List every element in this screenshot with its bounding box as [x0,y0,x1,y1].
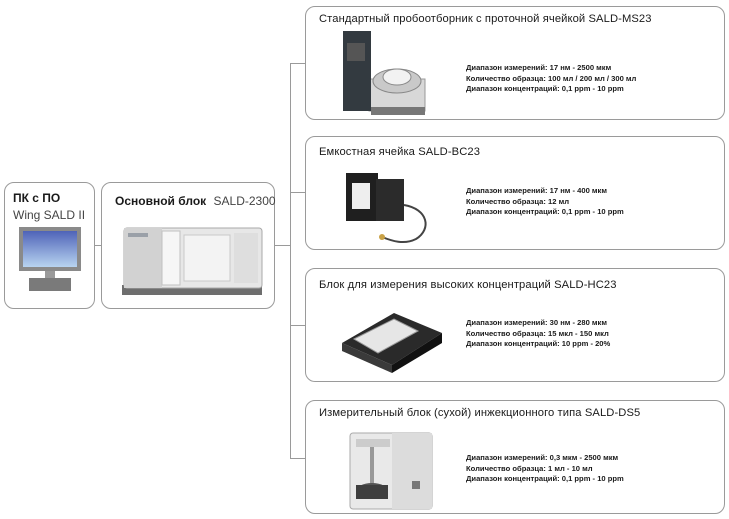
pc-software: Wing SALD II [13,208,86,222]
module-box-bc23: Емкостная ячейка SALD-BC23 Диапазон изме… [305,136,725,250]
module-specs: Диапазон измерений: 30 нм - 280 мкм Коли… [466,318,610,350]
connector-branch-2 [290,192,305,193]
module-box-ds5: Измерительный блок (сухой) инжекционного… [305,400,725,514]
spec-line: Диапазон измерений: 30 нм - 280 мкм [466,318,607,327]
sald-2300-instrument-image [122,227,263,295]
connector-vertical-trunk [290,63,291,458]
main-unit-box: Основной блок SALD-2300 [101,182,276,309]
spec-line: Диапазон концентраций: 0,1 ppm - 10 ppm [466,474,624,483]
spec-line: Диапазон измерений: 17 нм - 2500 мкм [466,63,612,72]
connector-pc-main [95,245,101,246]
main-unit-model: SALD-2300 [213,194,276,208]
pc-box: ПК с ПО Wing SALD II [4,182,95,309]
connector-branch-3 [290,325,305,326]
spec-line: Диапазон концентраций: 0,1 ppm - 10 ppm [466,207,624,216]
module-specs: Диапазон измерений: 0,3 мкм - 2500 мкм К… [466,453,624,485]
spec-line: Количество образца: 1 мл - 10 мл [466,463,593,473]
main-unit-label: Основной блок [115,194,207,208]
sald-ms23-sampler-image [343,31,426,115]
main-unit-title: Основной блок SALD-2300 [115,194,276,208]
module-title: Емкостная ячейка SALD-BC23 [319,146,481,158]
computer-monitor-icon [19,227,81,291]
spec-line: Диапазон измерений: 17 нм - 400 мкм [466,186,607,195]
sald-bc23-cell-image [346,173,427,244]
spec-line: Диапазон концентраций: 0,1 ppm - 10 ppm [466,84,624,93]
module-title: Стандартный пробоотборник с проточной яч… [319,13,652,25]
module-specs: Диапазон измерений: 17 нм - 2500 мкм Кол… [466,63,636,95]
connector-main-trunk [275,245,291,246]
connector-branch-1 [290,63,305,64]
spec-line: Количество образца: 15 мкл - 150 мкл [466,328,609,338]
spec-line: Диапазон концентраций: 10 ppm - 20% [466,339,611,348]
module-title: Блок для измерения высоких концентраций … [319,279,617,291]
module-title: Измерительный блок (сухой) инжекционного… [319,407,641,419]
module-box-hc23: Блок для измерения высоких концентраций … [305,268,725,382]
spec-line: Количество образца: 100 мл / 200 мл / 30… [466,73,637,83]
pc-title: ПК с ПО [13,191,61,205]
sald-ds5-unit-image [349,432,433,510]
spec-line: Количество образца: 12 мл [466,196,570,206]
module-specs: Диапазон измерений: 17 нм - 400 мкм Коли… [466,186,624,218]
spec-line: Диапазон измерений: 0,3 мкм - 2500 мкм [466,453,619,462]
connector-branch-4 [290,458,305,459]
module-box-ms23: Стандартный пробоотборник с проточной яч… [305,6,725,120]
sald-hc23-unit-image [342,313,442,373]
